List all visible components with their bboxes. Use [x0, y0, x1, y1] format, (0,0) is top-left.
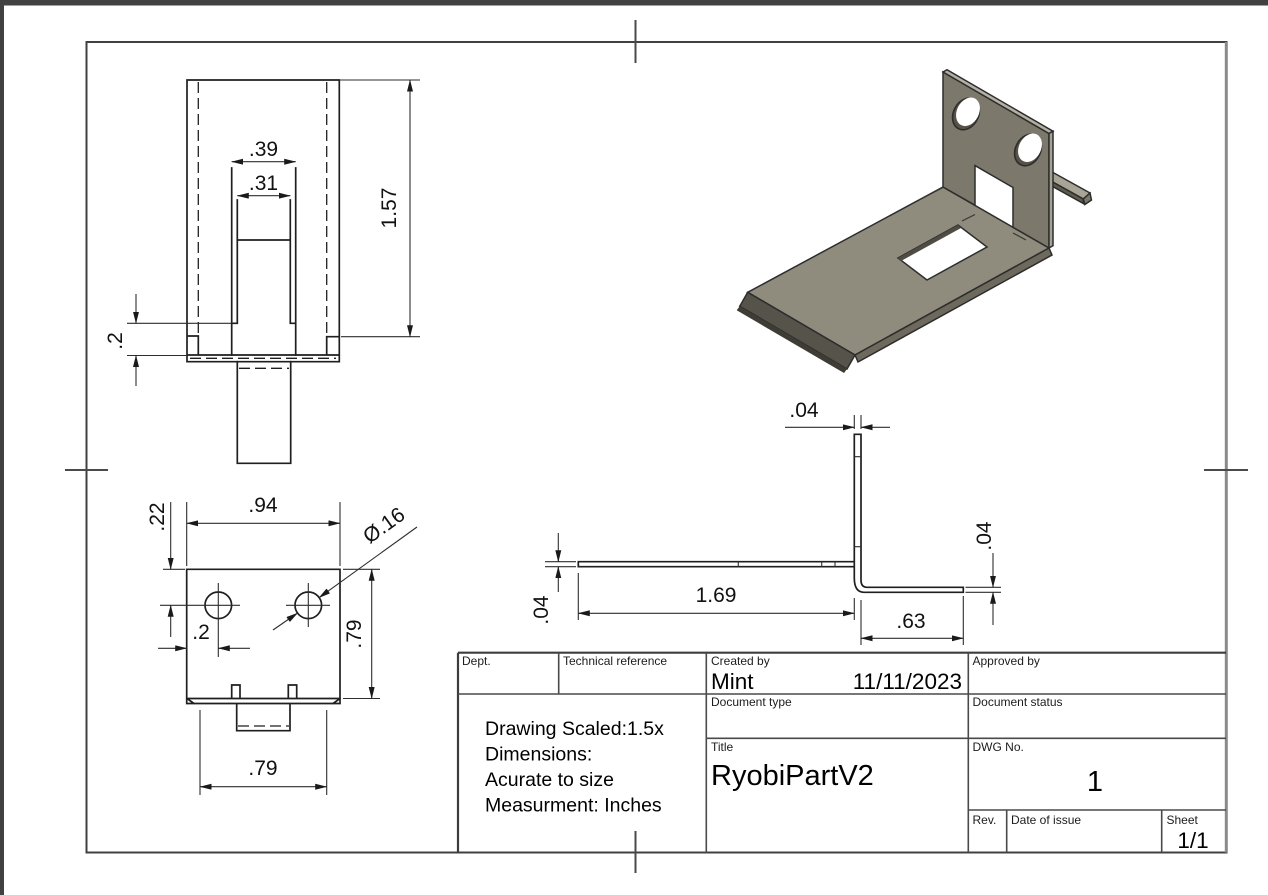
created-by-value: Mint — [711, 669, 754, 694]
iso-base-edge — [854, 246, 1053, 364]
sheet-value: 1/1 — [1177, 828, 1208, 853]
technical-reference-label: Technical reference — [563, 654, 667, 668]
dim-side-length: 1.69 — [696, 584, 737, 607]
front-dimension-lines — [133, 79, 413, 386]
page-edge-left — [0, 0, 4, 895]
dim-top-flange: .79 — [248, 757, 277, 780]
iso-view — [736, 68, 1093, 373]
iso-wall-right-edge — [1048, 129, 1054, 250]
dept-label: Dept. — [462, 654, 491, 668]
created-date-value: 11/11/2023 — [853, 669, 962, 694]
title-block: Dept. Technical reference Created by App… — [456, 651, 1226, 853]
iso-seam-lines — [918, 186, 1027, 241]
date-of-issue-label: Date of issue — [1011, 813, 1081, 827]
iso-base-lip-edge — [736, 306, 847, 373]
dim-side-t-left: .04 — [530, 595, 553, 625]
dim-front-lip: .2 — [104, 332, 127, 350]
title-label: Title — [711, 740, 734, 754]
dim-top-hole-x: .2 — [192, 621, 210, 644]
dwg-no-label: DWG No. — [973, 740, 1024, 754]
iso-cutout-wall — [898, 225, 961, 261]
note-line-4: Measurment: Inches — [485, 795, 662, 817]
plate-dimension-lines — [158, 502, 418, 790]
rev-label: Rev. — [973, 813, 997, 827]
dim-front-slot-outer: .39 — [249, 138, 278, 161]
note-line-2: Dimensions: — [485, 744, 592, 766]
side-view: .04 .04 1.69 .63 .04 — [530, 399, 1001, 645]
side-dimension-lines — [555, 424, 996, 642]
centering-marks — [65, 20, 1248, 873]
drawing-notes: Drawing Scaled:1.5x Dimensions: Acurate … — [485, 718, 664, 817]
created-by-label: Created by — [711, 654, 770, 668]
note-line-3: Acurate to size — [485, 769, 614, 791]
drawing-frame — [65, 20, 1248, 873]
front-view: .39 .31 1.57 .2 — [104, 79, 420, 465]
drawing-title-value: RyobiPartV2 — [711, 760, 874, 792]
page-edge-top — [0, 0, 1268, 6]
dim-top-depth: .79 — [343, 619, 366, 648]
note-line-1: Drawing Scaled:1.5x — [485, 718, 664, 740]
dim-side-t-right: .04 — [973, 521, 996, 551]
sheet-label: Sheet — [1167, 813, 1199, 827]
dim-front-slot-inner: .31 — [249, 172, 278, 195]
iso-hole-1 — [951, 97, 981, 131]
document-type-label: Document type — [711, 695, 792, 709]
dim-front-height: 1.57 — [378, 188, 401, 229]
approved-by-label: Approved by — [973, 654, 1040, 668]
iso-hole-2 — [1013, 133, 1043, 167]
dim-side-flange: .63 — [896, 610, 925, 633]
dim-side-t-top: .04 — [789, 399, 819, 422]
document-status-label: Document status — [973, 695, 1063, 709]
dim-top-width: .94 — [248, 494, 278, 517]
dim-top-offset: .22 — [146, 502, 169, 531]
dwg-no-value: 1 — [1087, 766, 1103, 798]
